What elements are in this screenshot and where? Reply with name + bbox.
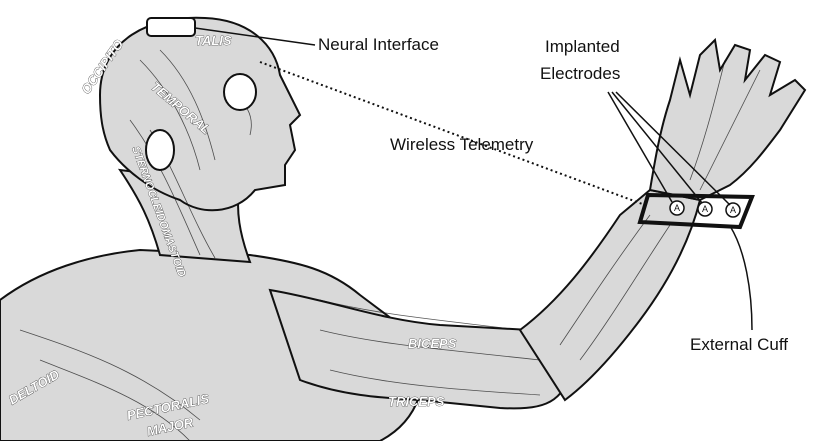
electrode-label: A [674,203,680,213]
callout-wireless-telemetry: Wireless Telemetry [390,135,534,154]
telemetry-leader [260,62,645,205]
ear-icon [146,130,174,170]
callout-external-cuff: External Cuff [690,335,788,354]
callout-neural-interface: Neural Interface [318,35,439,54]
electrode-label: A [730,205,736,215]
label-frontalis: TALIS [195,33,232,48]
callout-implanted-electrodes-2: Electrodes [540,64,620,83]
callout-implanted-electrodes-1: Implanted [545,37,620,56]
label-biceps: BICEPS [408,336,457,351]
anatomy-illustration [0,18,805,441]
cuff-leader [730,226,752,330]
electrode-label: A [702,204,708,214]
eye-icon [224,74,256,110]
hand-shape [650,40,805,200]
label-triceps: TRICEPS [388,394,445,409]
neural-interface-implant [147,18,195,36]
forearm-shape [520,190,700,400]
